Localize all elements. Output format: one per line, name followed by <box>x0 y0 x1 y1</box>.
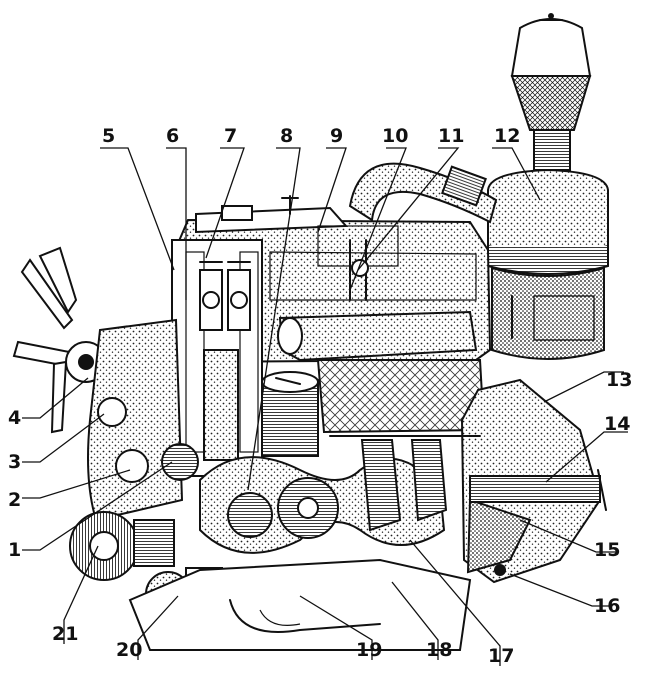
front-timing-cover <box>87 318 199 522</box>
callouts: 1 2 3 4 5 6 7 8 9 10 11 12 13 14 15 16 1… <box>8 125 632 667</box>
callout-14: 14 <box>604 413 630 435</box>
callout-7: 7 <box>224 125 237 147</box>
callout-5: 5 <box>102 125 115 147</box>
intake-pipe <box>348 162 498 224</box>
callout-13: 13 <box>606 369 632 391</box>
flywheel-housing <box>460 378 607 584</box>
leader-lines <box>22 147 628 666</box>
callout-11: 11 <box>438 125 464 147</box>
callout-2: 2 <box>8 489 21 511</box>
callout-6: 6 <box>166 125 179 147</box>
crank-webs <box>329 435 481 532</box>
callout-20: 20 <box>116 639 142 661</box>
callout-9: 9 <box>330 125 343 147</box>
callout-8: 8 <box>280 125 293 147</box>
callout-4: 4 <box>8 407 21 429</box>
callout-12: 12 <box>494 125 520 147</box>
callout-21: 21 <box>52 623 78 645</box>
callout-10: 10 <box>382 125 408 147</box>
oil-sump <box>128 558 472 651</box>
callout-3: 3 <box>8 451 21 473</box>
callout-16: 16 <box>594 595 620 617</box>
cylinder-cutaway <box>171 239 319 477</box>
front-gear <box>69 511 175 581</box>
callout-15: 15 <box>594 539 620 561</box>
callout-1: 1 <box>8 539 21 561</box>
callout-17: 17 <box>488 645 514 667</box>
air-cleaner <box>487 13 609 360</box>
callout-18: 18 <box>426 639 452 661</box>
callout-19: 19 <box>356 639 382 661</box>
